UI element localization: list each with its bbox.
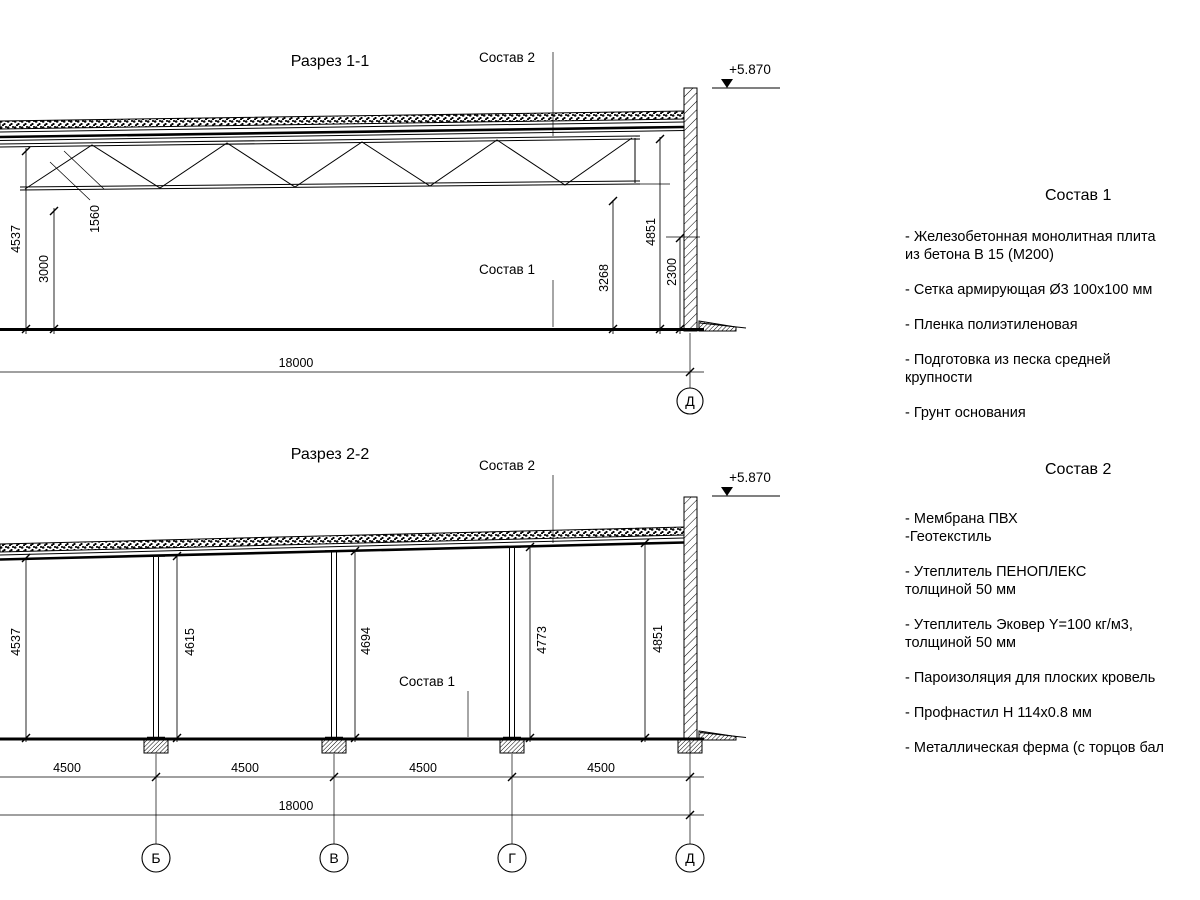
elevation-label-2: +5.870	[729, 470, 771, 485]
grid-letter-v: В	[329, 850, 338, 866]
roof-assembly-2	[0, 526, 685, 561]
note-item: - Мембрана ПВХ	[905, 511, 1018, 527]
wall-right-1	[683, 87, 698, 332]
note-item: - Сетка армирующая Ø3 100х100 мм	[905, 282, 1153, 298]
floor-slab-2	[0, 730, 747, 741]
dim-total-1: 18000	[279, 356, 314, 370]
dim-height-left-1: 4537	[9, 225, 23, 253]
section-1-title: Разрез 1-1	[291, 53, 370, 70]
sostav2-callout-1: Состав 2	[479, 50, 535, 65]
note-item: - Подготовка из песка средней крупности	[905, 352, 1111, 386]
sostav-2-block: Состав 2 - Мембрана ПВХ -Геотекстиль - У…	[905, 460, 1200, 774]
note-item: - Утеплитель Эковер Y=100 кг/м3, толщино…	[905, 617, 1133, 651]
elevation-mark-1	[712, 79, 780, 89]
column-v	[321, 550, 347, 754]
sostav2-callout-2: Состав 2	[479, 458, 535, 473]
sostav1-callout-1: Состав 1	[479, 262, 535, 277]
dim-truss-depth: 1560	[88, 205, 102, 233]
note-item: - Железобетонная монолитная плита из бет…	[905, 229, 1156, 263]
roof-assembly-1	[0, 110, 685, 141]
note-item: - Металлическая ферма (с торцов бал	[905, 740, 1164, 756]
floor-slab-1	[0, 320, 747, 332]
dim-span-2: 4500	[231, 761, 259, 775]
dim-col-v: 4694	[359, 627, 373, 655]
dim-3000: 3000	[37, 255, 51, 283]
note-item: -Геотекстиль	[905, 529, 992, 545]
grid-letter-b: Б	[151, 850, 160, 866]
dim-span-4: 4500	[587, 761, 615, 775]
note-item: - Утеплитель ПЕНОПЛЕКС толщиной 50 мм	[905, 564, 1087, 598]
sostav-1-block: Состав 1 - Железобетонная монолитная пли…	[905, 186, 1200, 439]
dim-col-a: 4537	[9, 628, 23, 656]
span-dimensions-2	[0, 741, 704, 844]
dim-col-b: 4615	[183, 628, 197, 656]
sostav-2-title: Состав 2	[1045, 461, 1112, 478]
dim-span-1: 4500	[53, 761, 81, 775]
note-item: - Профнастил Н 114х0.8 мм	[905, 705, 1092, 721]
dim-3268: 3268	[597, 264, 611, 292]
composition-notes: Состав 1 - Железобетонная монолитная пли…	[905, 0, 1200, 900]
roof-truss	[0, 135, 641, 191]
grid-axes-2	[141, 843, 705, 873]
section-2-title: Разрез 2-2	[291, 446, 370, 463]
dim-span-3: 4500	[409, 761, 437, 775]
section-1-1: Разрез 1-1	[0, 50, 780, 415]
dim-2300: 2300	[665, 258, 679, 286]
column-b	[143, 555, 169, 754]
grid-letter-d-1: Д	[685, 393, 695, 409]
sostav1-callout-2: Состав 1	[399, 674, 455, 689]
note-item: - Пленка полиэтиленовая	[905, 317, 1078, 333]
note-item: - Пароизоляция для плоских кровель	[905, 670, 1156, 686]
note-item: - Грунт основания	[905, 405, 1026, 421]
column-g	[499, 546, 525, 754]
elevation-label-1: +5.870	[729, 62, 771, 77]
grid-letter-g: Г	[508, 850, 516, 866]
dim-col-d: 4851	[651, 625, 665, 653]
dim-col-g: 4773	[535, 626, 549, 654]
dim-height-right-1: 4851	[644, 218, 658, 246]
grid-letter-d: Д	[685, 850, 695, 866]
section-2-2: Разрез 2-2	[0, 446, 780, 873]
dim-total-2: 18000	[279, 799, 314, 813]
sostav-1-title: Состав 1	[1045, 187, 1112, 204]
callout-leaders-2	[467, 475, 554, 737]
dimensions-2	[21, 538, 650, 743]
grid-axis-d-1	[676, 387, 704, 415]
elevation-mark-2	[712, 487, 780, 497]
dimensions-1	[0, 134, 704, 388]
